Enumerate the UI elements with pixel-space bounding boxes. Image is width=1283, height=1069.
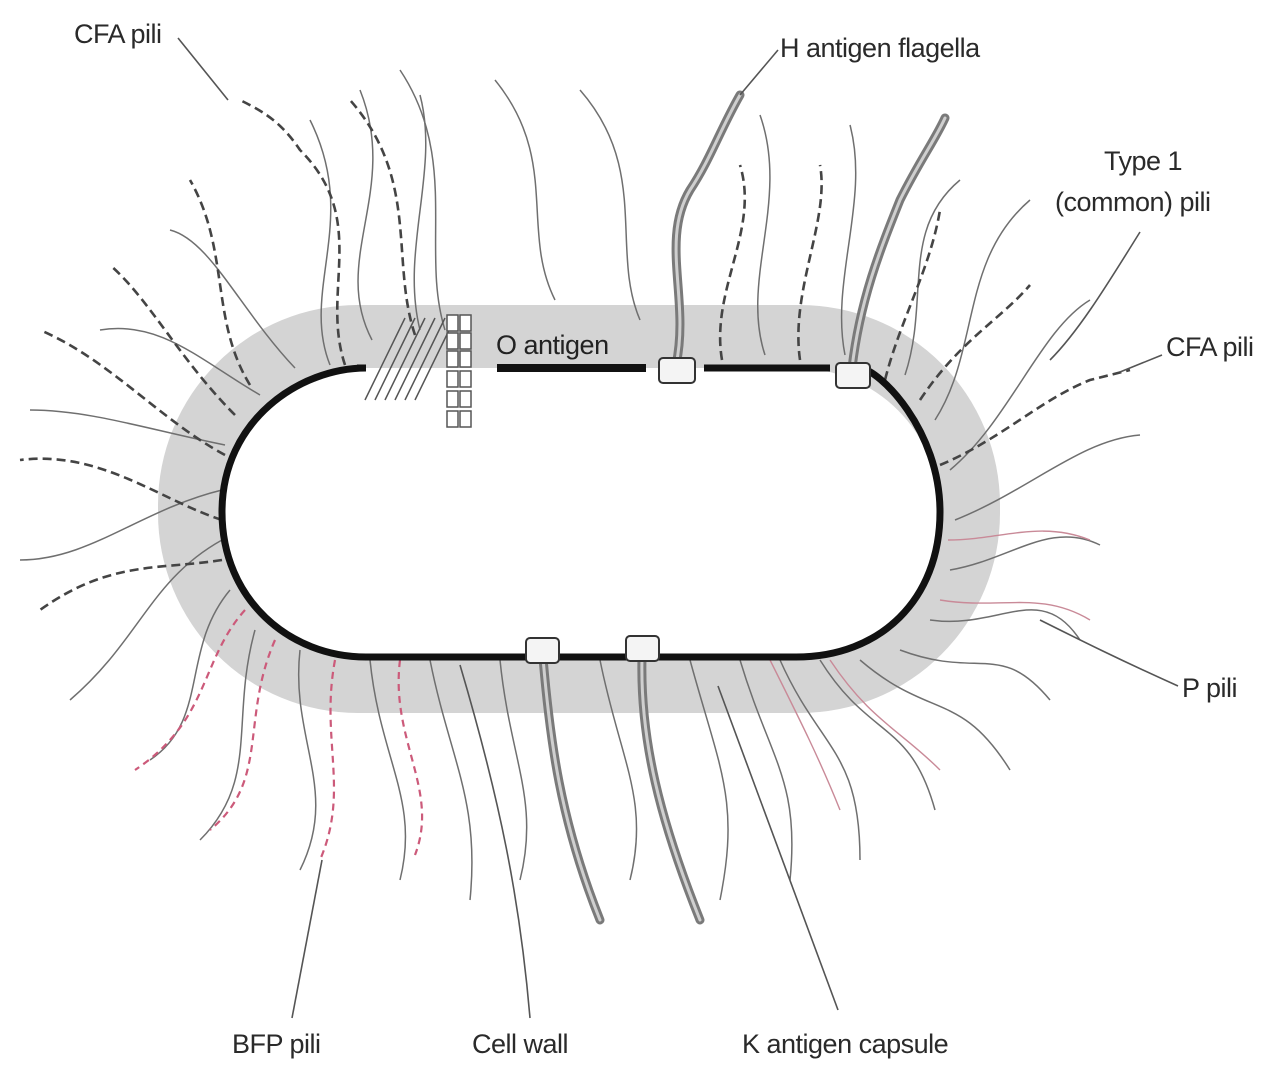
cell-body (222, 368, 940, 657)
label-cfa-pili-right: CFA pili (1166, 332, 1254, 362)
label-p-pili: P pili (1182, 673, 1237, 703)
label-k-antigen-capsule: K antigen capsule (742, 1029, 948, 1059)
label-bfp-pili: BFP pili (232, 1029, 321, 1059)
label-cell-wall: Cell wall (472, 1029, 568, 1059)
label-type1-line2: (common) pili (1055, 187, 1211, 217)
label-type1-line1: Type 1 (1104, 146, 1182, 176)
label-cfa-pili-top: CFA pili (74, 19, 162, 49)
label-h-antigen-flagella: H antigen flagella (780, 33, 981, 63)
label-o-antigen: O antigen (496, 330, 609, 360)
